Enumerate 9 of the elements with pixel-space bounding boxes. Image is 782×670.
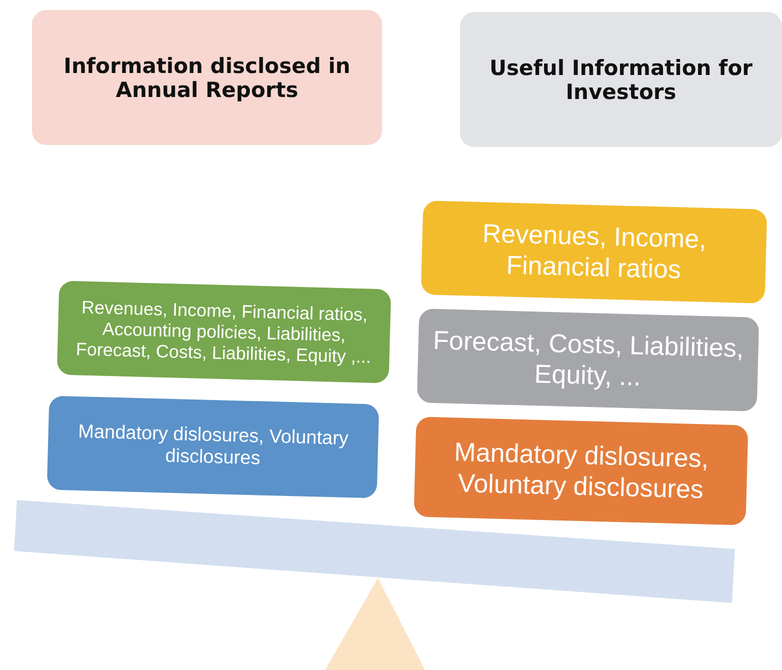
heading-box [460, 12, 782, 147]
heading-text: Information disclosed in Annual Reports [62, 54, 352, 102]
box-text: Revenues, Income, Financial ratios, Accounting policies, Liabilities, Forecast, Costs, Liabilities, Equity ,... [74, 296, 372, 368]
heading-box [32, 10, 382, 145]
box-text: Mandatory dislosures, Voluntary disclosures [76, 421, 350, 472]
box-text: Forecast, Costs, Liabilities, Equity, ... [432, 324, 745, 394]
box-text: Revenues, Income, Financial ratios [481, 217, 708, 286]
box-text: Mandatory dislosures, Voluntary disclosures [452, 436, 710, 506]
heading-text: Useful Information for Investors [488, 56, 754, 104]
